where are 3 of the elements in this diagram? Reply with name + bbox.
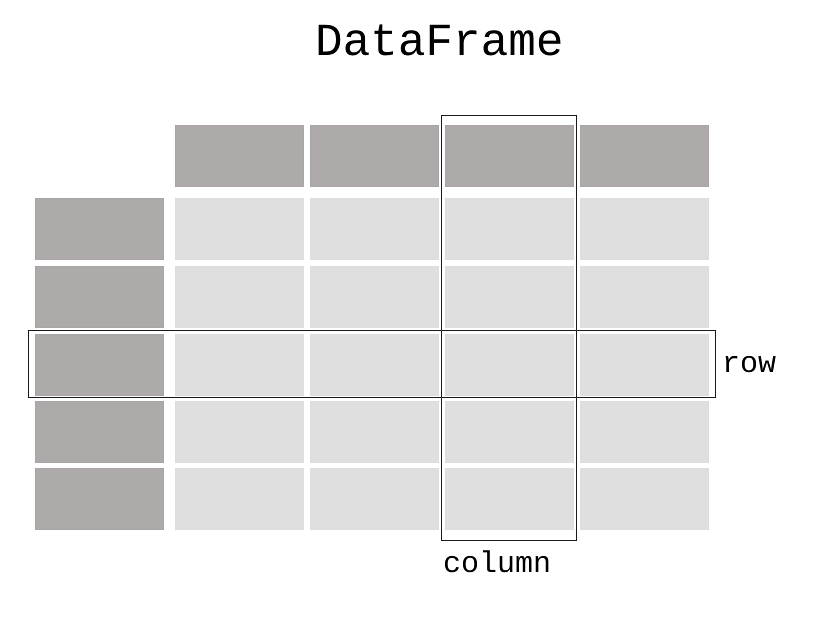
row-label: row xyxy=(722,348,776,382)
column-label: column xyxy=(443,548,552,582)
diagram-title: DataFrame xyxy=(315,18,564,68)
